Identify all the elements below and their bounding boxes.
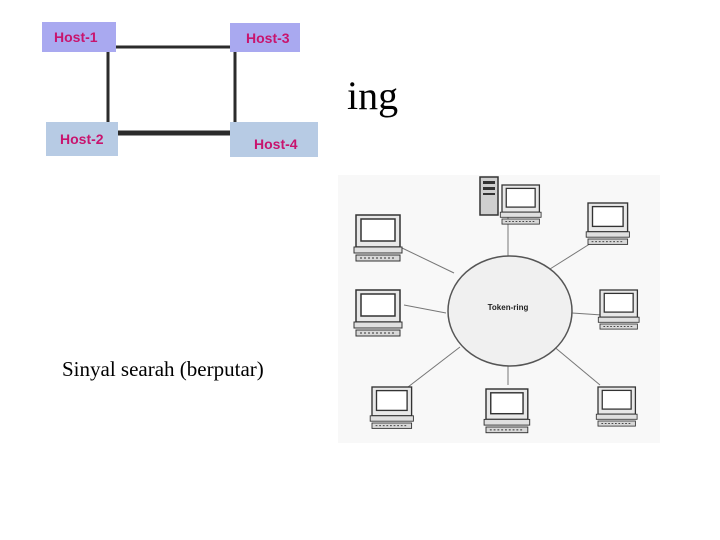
token-ring-ellipse (447, 255, 573, 367)
host-1-label: Host-1 (54, 29, 98, 45)
computer-icon (353, 289, 403, 337)
server-icon (479, 176, 542, 225)
token-ring-label: Token-ring (488, 303, 529, 312)
host-4-box: Host-4 (230, 122, 318, 157)
token-ring-diagram: Token-ring (338, 175, 660, 443)
computer-icon (595, 386, 638, 427)
computer-icon (597, 289, 640, 330)
host-1-box: Host-1 (42, 22, 116, 52)
computer-icon (585, 202, 631, 246)
host-4-label: Host-4 (254, 135, 298, 152)
computer-icon (353, 214, 403, 262)
host-3-box: Host-3 (230, 23, 300, 52)
computer-icon (369, 386, 415, 430)
host-2-box: Host-2 (46, 122, 118, 156)
host-3-label: Host-3 (246, 29, 290, 46)
token-ring-svg: Token-ring (353, 176, 640, 434)
caption-text: Sinyal searah (berputar) (62, 357, 264, 381)
heading-fragment: ing (347, 73, 399, 118)
host-2-label: Host-2 (60, 131, 104, 147)
computer-icon (483, 388, 531, 434)
